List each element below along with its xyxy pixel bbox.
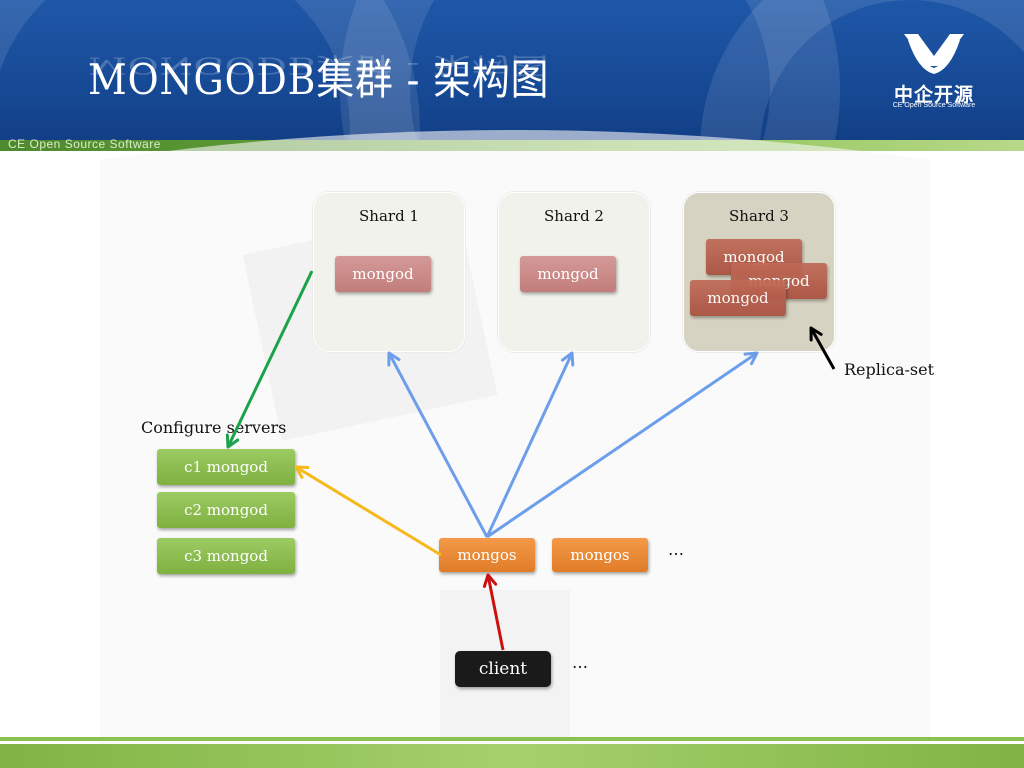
- slide-header: MONGODB集群 - 架构图 MONGODB集群 - 架构图 中企开源 CE …: [0, 0, 1024, 140]
- company-logo: 中企开源 CE Open Source Software: [884, 30, 984, 114]
- stripe-caption: CE Open Source Software: [8, 137, 161, 151]
- mongos-router-node: mongos: [439, 538, 535, 572]
- replica-set-label: Replica-set: [844, 360, 935, 379]
- shard-label: Shard 2: [544, 207, 604, 225]
- shard-3: Shard 3 mongod mongod mongod: [683, 192, 835, 352]
- config-server-node: c1 mongod: [157, 449, 295, 485]
- router-ellipsis: …: [668, 540, 684, 559]
- logo-mark-icon: [904, 34, 964, 74]
- config-server-node: c3 mongod: [157, 538, 295, 574]
- router-to-shard-3-arrow: [486, 351, 759, 539]
- mongos-router-node: mongos: [552, 538, 648, 572]
- footer-band: [0, 744, 1024, 768]
- client-to-router-arrow: [482, 573, 505, 651]
- config-servers-label: Configure servers: [141, 418, 287, 437]
- router-to-config-arrow: [294, 465, 442, 557]
- shard-label: Shard 3: [729, 207, 789, 225]
- replica-mongod-node: mongod: [690, 280, 786, 316]
- footer-line: [0, 737, 1024, 741]
- shard-1: Shard 1 mongod: [313, 192, 465, 352]
- shard-2: Shard 2 mongod: [498, 192, 650, 352]
- shard-label: Shard 1: [359, 207, 419, 225]
- slide-title: MONGODB集群 - 架构图: [88, 55, 550, 104]
- shard-to-config-arrow: [225, 270, 314, 449]
- router-to-shard-1-arrow: [387, 351, 489, 538]
- shard-mongod-node: mongod: [335, 256, 431, 292]
- shard-mongod-node: mongod: [520, 256, 616, 292]
- client-node: client: [455, 651, 551, 687]
- replica-set-pointer-arrow: [809, 326, 836, 370]
- config-server-node: c2 mongod: [157, 492, 295, 528]
- router-to-shard-2-arrow: [485, 351, 575, 538]
- logo-subtitle: CE Open Source Software: [892, 102, 976, 109]
- logo-name: 中企开源: [893, 84, 974, 106]
- client-ellipsis: …: [572, 653, 588, 672]
